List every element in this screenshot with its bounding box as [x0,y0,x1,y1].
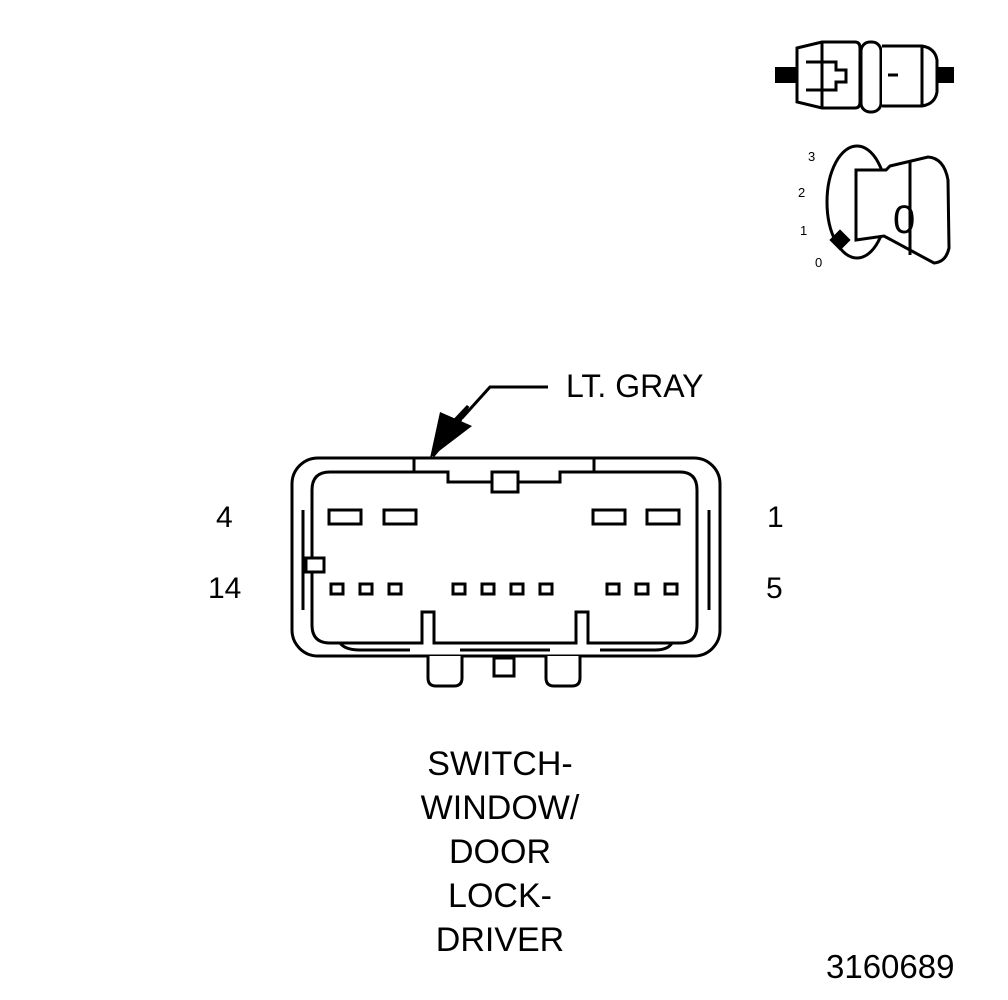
terminal-row-bottom [329,582,679,596]
figure-id: 3160689 [826,948,955,985]
terminal-cavity [605,582,621,596]
terminal-cavity [538,582,554,596]
connector-body [290,456,722,688]
terminal-cavity [663,582,679,596]
pin-label-bottom-right: 5 [766,572,783,605]
terminal-cavity [329,582,345,596]
terminal-cavity [645,508,681,526]
terminal-cavity [382,508,418,526]
connector-caption: SWITCH- WINDOW/ DOOR LOCK- DRIVER [380,742,620,962]
wire-color-label: LT. GRAY [566,368,704,404]
ignition-position-label: 3 [808,149,816,164]
terminal-cavity [509,582,525,596]
ignition-key-label: 0 [893,198,915,242]
terminal-cavity [327,508,363,526]
terminal-cavity [591,508,627,526]
pin-label-top-left: 4 [216,501,233,534]
ignition-position-label: 1 [800,223,808,238]
terminal-row-top [327,508,681,526]
terminal-cavity [451,582,467,596]
terminal-cavity [634,582,650,596]
caption-line: SWITCH- [427,745,573,783]
ignition-position-label: 2 [798,185,806,200]
connector-side-view-icon [775,40,954,114]
pin-label-bottom-left: 14 [208,572,242,605]
ignition-position-label: 0 [815,255,823,270]
ignition-key-icon [825,144,951,265]
caption-line: LOCK- [448,877,552,915]
pin-label-top-right: 1 [767,501,784,534]
caption-line: DRIVER [435,921,565,959]
caption-line: DOOR [449,833,551,871]
terminal-cavity [480,582,496,596]
terminal-cavity [358,582,374,596]
terminal-cavity [387,582,403,596]
caption-line: WINDOW/ [420,789,580,827]
pointer-arrow-icon [430,385,548,458]
